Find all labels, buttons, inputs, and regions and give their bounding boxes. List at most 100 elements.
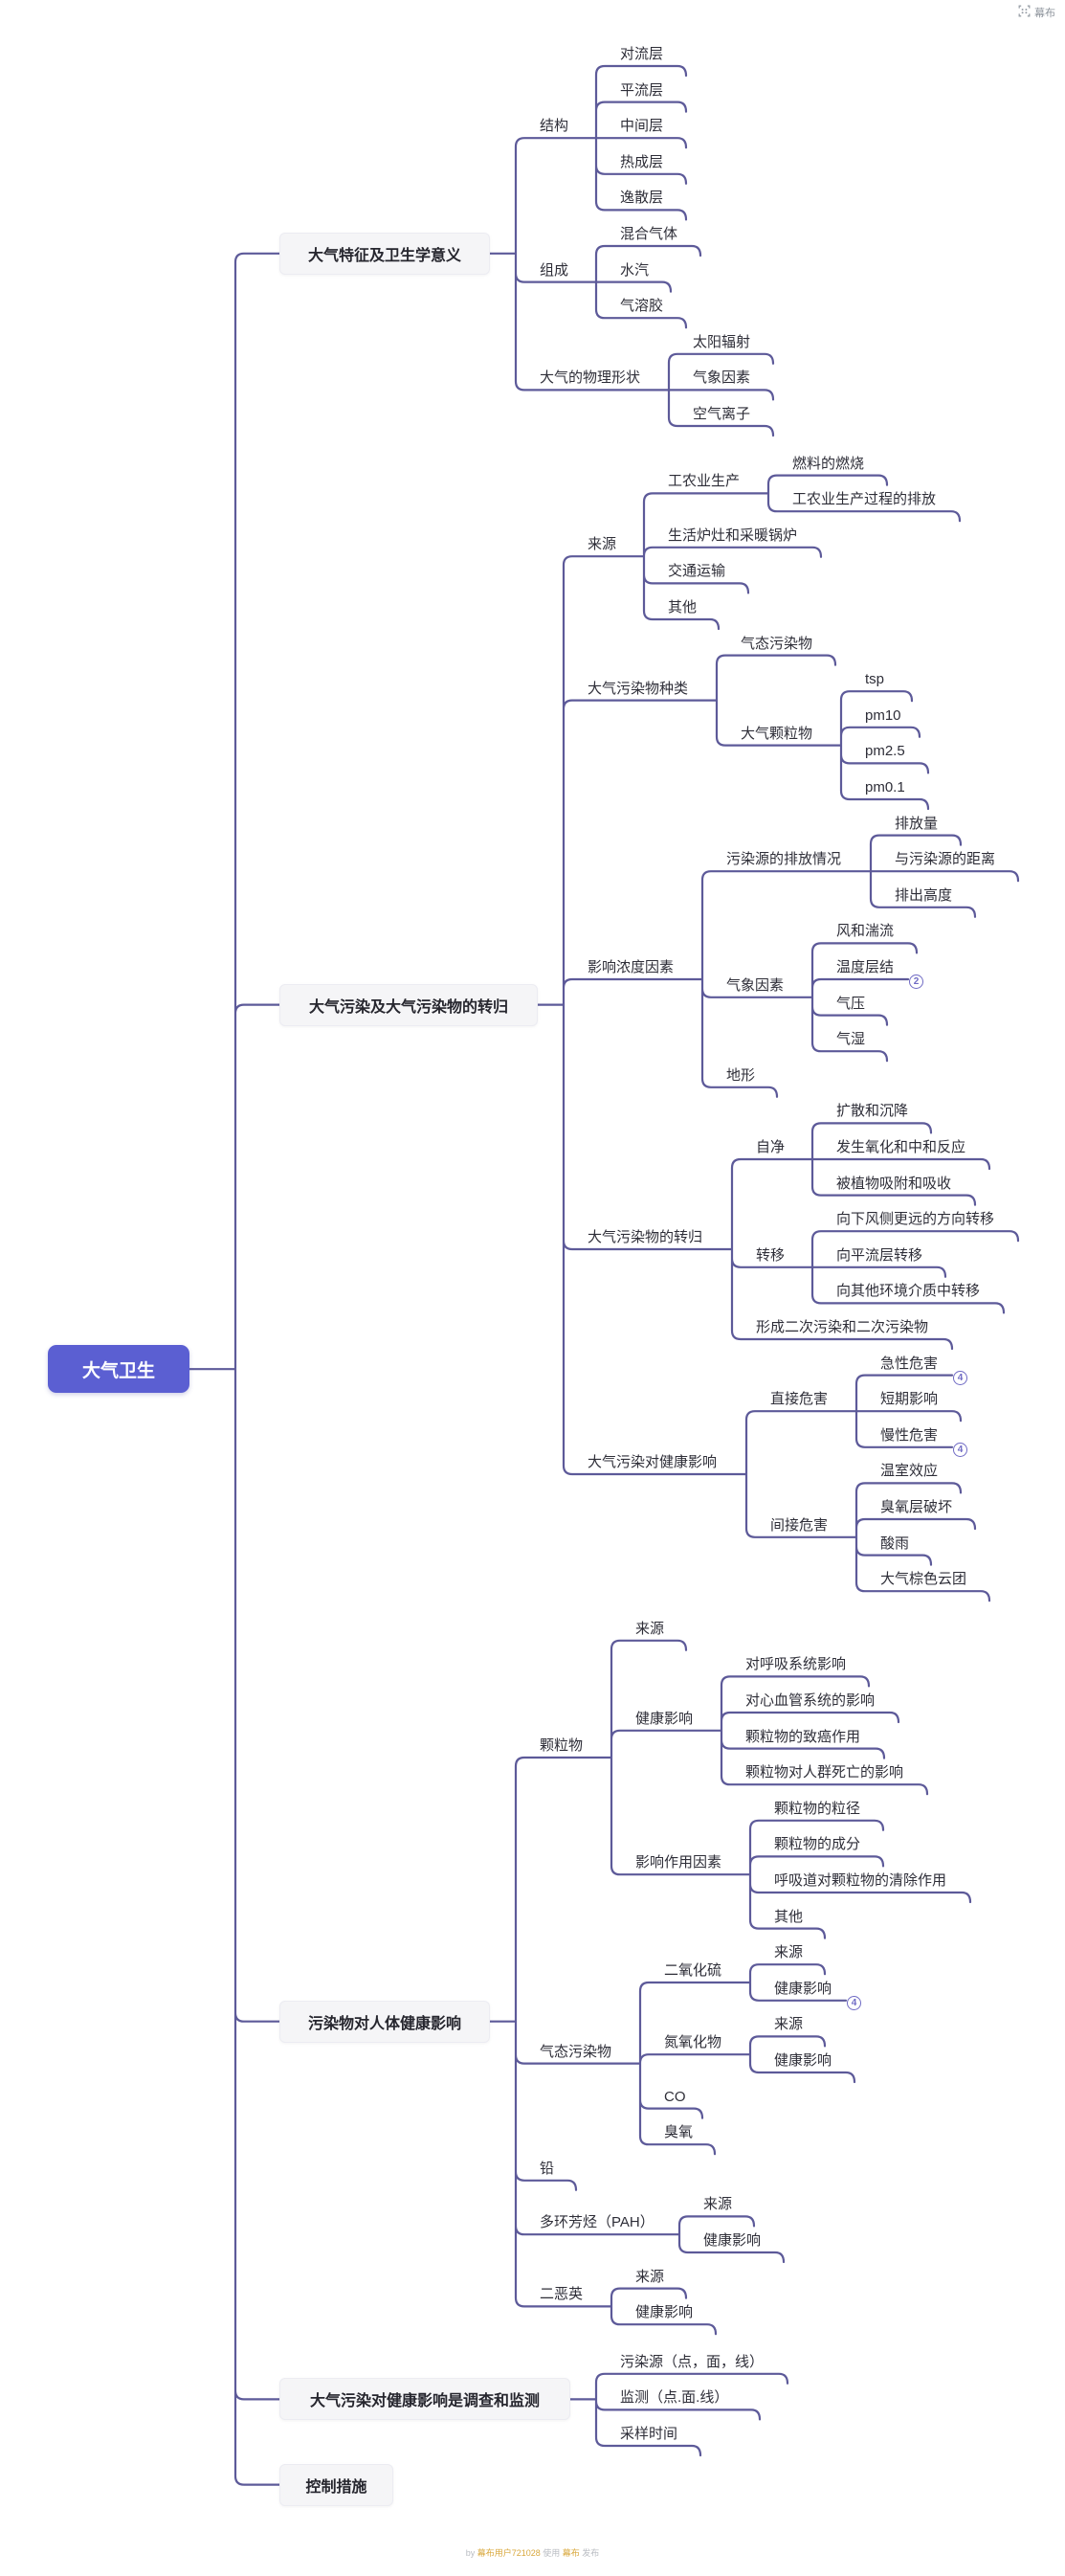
mindmap-node[interactable]: 对流层 <box>620 46 664 62</box>
watermark-user-link[interactable]: 幕布用户721028 <box>477 2548 541 2558</box>
mindmap-node[interactable]: 健康影响 <box>635 1710 694 1727</box>
mindmap-node[interactable]: 颗粒物对人群死亡的影响 <box>745 1764 904 1781</box>
mindmap-node[interactable]: 臭氧 <box>664 2124 694 2141</box>
mindmap-node[interactable]: 工农业生产 <box>668 473 741 490</box>
mindmap-node[interactable]: 气态污染物 <box>540 2043 612 2060</box>
mindmap-node[interactable]: 颗粒物 <box>540 1737 584 1754</box>
mindmap-node[interactable]: 大气特征及卫生学意义 <box>279 232 490 275</box>
mindmap-node[interactable]: 对心血管系统的影响 <box>745 1692 876 1709</box>
mindmap-node[interactable]: pm10 <box>865 706 901 724</box>
mindmap-node[interactable]: 工农业生产过程的排放 <box>792 491 937 508</box>
mindmap-node[interactable]: 影响作用因素 <box>635 1854 722 1871</box>
mindmap-node[interactable]: 其他 <box>774 1908 804 1925</box>
mindmap-node[interactable]: 慢性危害 <box>880 1426 939 1444</box>
mindmap-node[interactable]: 太阳辐射 <box>693 333 751 350</box>
mindmap-node[interactable]: 平流层 <box>620 81 664 99</box>
mindmap-node[interactable]: 来源 <box>774 1944 804 1961</box>
mindmap-node[interactable]: 健康影响 <box>774 1980 832 1997</box>
mindmap-node[interactable]: 大气污染对健康影响 <box>588 1454 718 1470</box>
mindmap-node[interactable]: 大气污染物的转归 <box>588 1229 703 1245</box>
collapsed-count-badge[interactable]: 2 <box>909 974 923 989</box>
mindmap-node[interactable]: pm2.5 <box>865 743 905 760</box>
collapsed-count-badge[interactable]: 4 <box>847 1995 861 2010</box>
collapsed-count-badge[interactable]: 4 <box>953 1442 967 1457</box>
mindmap-node[interactable]: 扩散和沉降 <box>836 1103 909 1120</box>
mindmap-node[interactable]: 急性危害 <box>880 1355 939 1372</box>
mindmap-node[interactable]: 气溶胶 <box>620 298 664 315</box>
mindmap-node[interactable]: tsp <box>865 671 885 688</box>
mindmap-node[interactable]: 健康影响 <box>703 2232 762 2249</box>
mindmap-node[interactable]: 来源 <box>703 2196 733 2213</box>
mindmap-node[interactable]: 交通运输 <box>668 563 726 580</box>
watermark-brand-link[interactable]: 幕布 <box>562 2548 580 2558</box>
mindmap-node[interactable]: 温室效应 <box>880 1463 939 1480</box>
mindmap-node[interactable]: 形成二次污染和二次污染物 <box>756 1319 929 1335</box>
mindmap-node[interactable]: 对呼吸系统影响 <box>745 1656 847 1673</box>
mindmap-node[interactable]: 颗粒物的粒径 <box>774 1800 861 1817</box>
mindmap-node[interactable]: 组成 <box>540 261 569 279</box>
mindmap-node[interactable]: 地形 <box>726 1066 756 1084</box>
mindmap-node[interactable]: 自净 <box>756 1139 786 1155</box>
mindmap-node[interactable]: 二恶英 <box>540 2286 584 2303</box>
mindmap-node[interactable]: 混合气体 <box>620 226 678 242</box>
mindmap-node[interactable]: 结构 <box>540 118 569 135</box>
mindmap-node[interactable]: 污染物对人体健康影响 <box>279 2000 490 2043</box>
mindmap-node[interactable]: 颗粒物的成分 <box>774 1836 861 1853</box>
mindmap-node[interactable]: 逸散层 <box>620 190 664 207</box>
mindmap-node[interactable]: 铅 <box>540 2160 555 2177</box>
mindmap-node[interactable]: 控制措施 <box>279 2463 393 2506</box>
mindmap-node[interactable]: 气象因素 <box>693 370 751 387</box>
mindmap-node[interactable]: 呼吸道对颗粒物的清除作用 <box>774 1872 947 1889</box>
mindmap-node[interactable]: 燃料的燃烧 <box>792 455 865 472</box>
mindmap-node[interactable]: 氮氧化物 <box>664 2034 722 2051</box>
mindmap-node[interactable]: 向平流层转移 <box>836 1246 923 1264</box>
mindmap-node[interactable]: 气压 <box>836 995 866 1012</box>
mindmap-node[interactable]: 影响浓度因素 <box>588 959 675 975</box>
mindmap-node[interactable]: 臭氧层破坏 <box>880 1499 953 1515</box>
mindmap-node[interactable]: 颗粒物的致癌作用 <box>745 1728 861 1745</box>
mindmap-node[interactable]: 温度层结 <box>836 959 895 975</box>
mindmap-node[interactable]: pm0.1 <box>865 779 905 795</box>
mindmap-node[interactable]: 转移 <box>756 1246 786 1264</box>
mindmap-node[interactable]: 其他 <box>668 599 698 616</box>
mindmap-node[interactable]: 来源 <box>635 2268 665 2285</box>
mindmap-node[interactable]: 健康影响 <box>774 2052 832 2069</box>
mindmap-node[interactable]: 间接危害 <box>770 1516 829 1534</box>
mindmap-node[interactable]: 酸雨 <box>880 1534 910 1552</box>
brand-badge[interactable]: 幕布 <box>1018 5 1055 20</box>
mindmap-node[interactable]: 水汽 <box>620 261 650 279</box>
mindmap-node[interactable]: 热成层 <box>620 153 664 170</box>
mindmap-node[interactable]: 与污染源的距离 <box>895 851 996 868</box>
mindmap-node[interactable]: 多环芳烃（PAH） <box>540 2214 655 2231</box>
mindmap-node[interactable]: 采样时间 <box>620 2426 678 2442</box>
mindmap-node[interactable]: 气湿 <box>836 1031 866 1048</box>
mindmap-node[interactable]: 向下风侧更远的方向转移 <box>836 1211 995 1228</box>
mindmap-node[interactable]: 气态污染物 <box>741 635 813 652</box>
mindmap-node[interactable]: 监测（点.面.线） <box>620 2389 729 2407</box>
mindmap-node[interactable]: 来源 <box>635 1620 665 1637</box>
mindmap-node[interactable]: 来源 <box>588 536 617 553</box>
mindmap-node[interactable]: 中间层 <box>620 118 664 135</box>
mindmap-node[interactable]: 二氧化硫 <box>664 1962 722 1979</box>
mindmap-node[interactable]: 向其他环境介质中转移 <box>836 1283 981 1300</box>
mindmap-node[interactable]: 排出高度 <box>895 886 953 904</box>
mindmap-node[interactable]: 大气颗粒物 <box>741 725 813 742</box>
mindmap-node[interactable]: 大气污染及大气污染物的转归 <box>279 983 538 1026</box>
mindmap-node[interactable]: 大气污染对健康影响是调查和监测 <box>279 2378 570 2421</box>
mindmap-node[interactable]: 大气污染物种类 <box>588 680 689 697</box>
mindmap-node[interactable]: 直接危害 <box>770 1391 829 1408</box>
mindmap-root-node[interactable]: 大气卫生 <box>48 1345 189 1394</box>
mindmap-node[interactable]: CO <box>664 2088 686 2105</box>
mindmap-node[interactable]: 生活炉灶和采暖锅炉 <box>668 526 798 544</box>
mindmap-node[interactable]: 大气的物理形状 <box>540 370 641 387</box>
mindmap-node[interactable]: 大气棕色云团 <box>880 1571 967 1588</box>
mindmap-node[interactable]: 污染源（点，面，线） <box>620 2353 765 2370</box>
collapsed-count-badge[interactable]: 4 <box>953 1370 967 1385</box>
mindmap-node[interactable]: 风和湍流 <box>836 923 895 940</box>
mindmap-node[interactable]: 健康影响 <box>635 2304 694 2321</box>
mindmap-node[interactable]: 气象因素 <box>726 976 785 994</box>
mindmap-node[interactable]: 短期影响 <box>880 1391 939 1408</box>
mindmap-node[interactable]: 排放量 <box>895 815 939 832</box>
mindmap-node[interactable]: 被植物吸附和吸收 <box>836 1175 952 1192</box>
mindmap-node[interactable]: 发生氧化和中和反应 <box>836 1139 966 1155</box>
